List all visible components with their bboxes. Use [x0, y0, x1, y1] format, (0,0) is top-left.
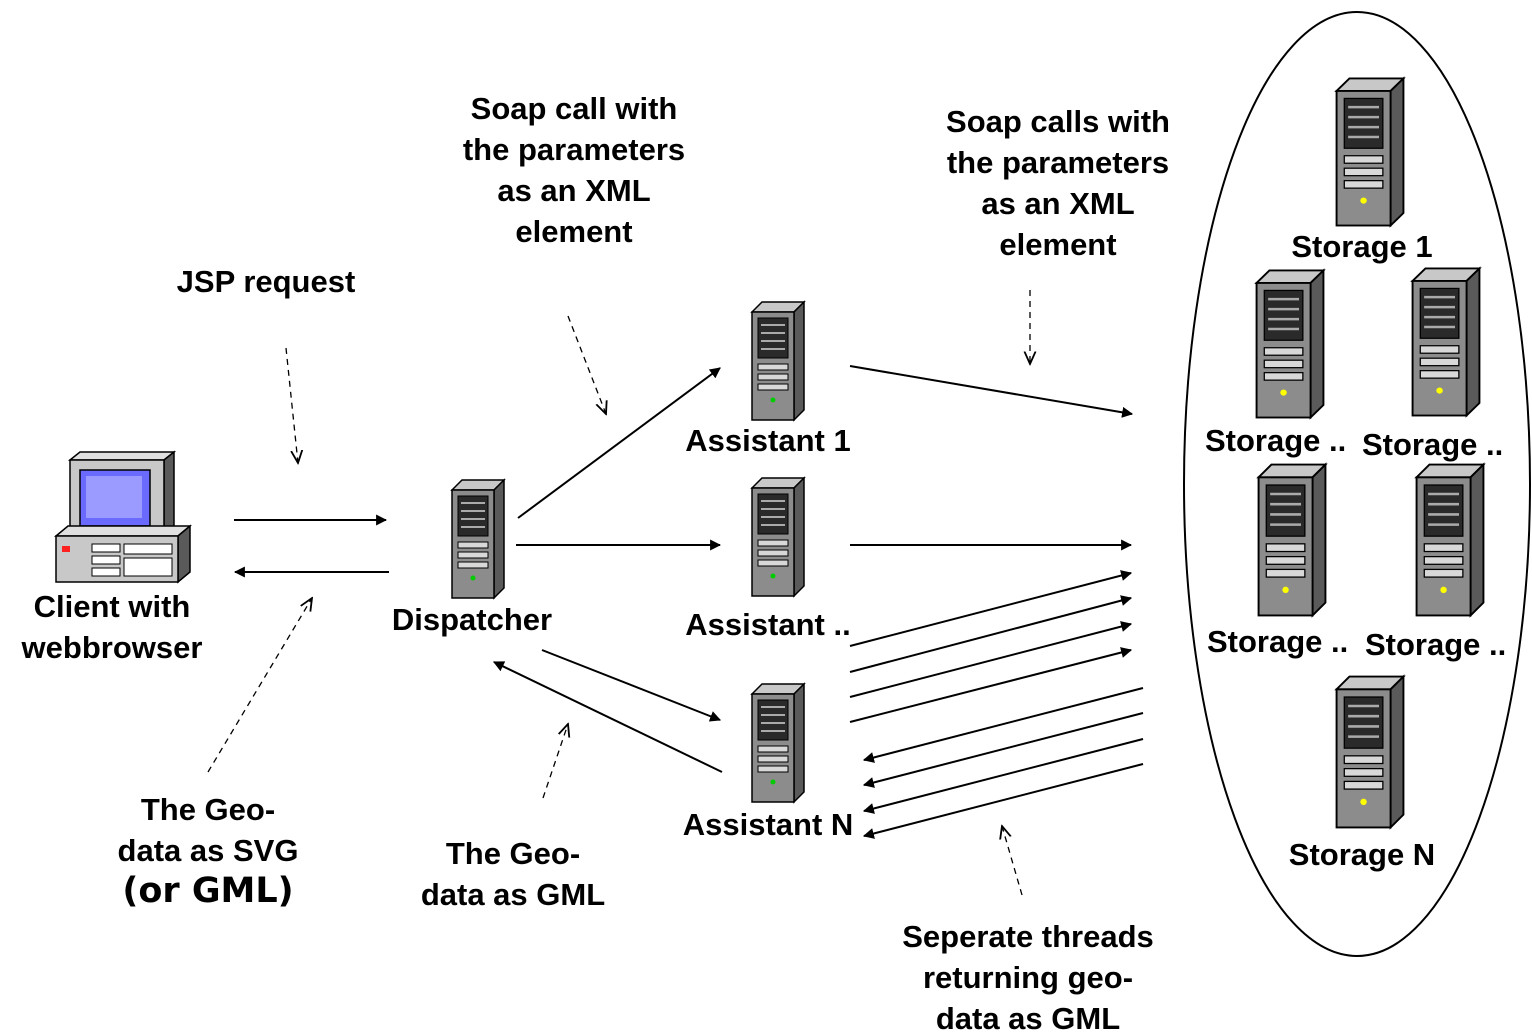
soap-call-note: Soap call with the parameters as an XML …	[434, 88, 714, 252]
geo-gml-pointer	[542, 724, 568, 799]
server-tower-icon	[1254, 268, 1326, 420]
server-tower-icon	[1256, 462, 1328, 618]
assistant-n-to-storage-arrow-1	[849, 570, 1133, 647]
storage-to-assistant-n-arrow-1	[862, 687, 1144, 763]
client-label: Client with webbrowser	[0, 586, 224, 668]
assistant-n-to-storage-arrow-4	[849, 647, 1133, 723]
client-label-line: Client with	[33, 589, 191, 624]
assistant-1-label: Assistant 1	[685, 423, 851, 458]
storage-cluster-ellipse	[1183, 11, 1531, 957]
server-tower-icon	[1334, 76, 1406, 228]
server-tower-icon	[1334, 674, 1406, 830]
soap-calls-note-line: Soap calls with	[946, 104, 1170, 139]
soap-calls-note-line: as an XML	[981, 186, 1135, 221]
geo-gml-note-line: The Geo-	[445, 836, 581, 871]
soap-call-note-line: as an XML	[497, 173, 651, 208]
storage-to-assistant-n-arrow-4	[862, 763, 1144, 839]
assistant-n-to-storage-arrow-2	[849, 595, 1133, 673]
server-tower-icon	[450, 478, 506, 600]
server-tower-icon	[750, 476, 806, 598]
jsp-request-pointer	[285, 347, 298, 463]
soap-calls-note: Soap calls with the parameters as an XML…	[918, 101, 1198, 265]
desktop-computer-icon	[53, 450, 192, 584]
dispatcher-label: Dispatcher	[391, 602, 553, 637]
soap-call-note-line: Soap call with	[470, 91, 678, 126]
soap-calls-note-line: element	[999, 227, 1117, 262]
geo-svg-alt-note: (or GML)	[122, 871, 294, 911]
storage-3-label: Storage ..	[1362, 427, 1504, 462]
storage-2-label: Storage ..	[1205, 423, 1347, 458]
storage-n-label: Storage N	[1288, 837, 1436, 872]
geo-svg-note-line: data as SVG	[117, 833, 299, 868]
server-tower-icon	[750, 300, 806, 422]
server-tower-icon	[1414, 462, 1486, 618]
jsp-request-note: JSP request	[176, 264, 356, 299]
server-tower-icon	[1410, 266, 1482, 418]
storage-1-label: Storage 1	[1291, 229, 1433, 264]
storage-to-assistant-n-arrow-3	[862, 738, 1144, 814]
client-label-line: webbrowser	[21, 630, 203, 665]
assistant-n-to-storage-arrow-3	[849, 621, 1133, 698]
geo-gml-note: The Geo- data as GML	[393, 833, 633, 915]
threads-note-line: returning geo-	[922, 960, 1134, 995]
threads-note-line: Seperate threads	[902, 919, 1154, 954]
assistant-n-to-dispatcher-arrow	[493, 661, 723, 773]
soap-call-note-line: the parameters	[462, 132, 686, 167]
geo-svg-note-line: The Geo-	[140, 792, 276, 827]
geo-svg-note: The Geo- data as SVG (or GML)	[88, 789, 328, 912]
server-tower-icon	[750, 682, 806, 804]
assistant-n-label: Assistant N	[682, 807, 854, 842]
threads-pointer	[1002, 826, 1023, 896]
assistant-mid-label: Assistant ..	[685, 607, 851, 642]
threads-note: Seperate threads returning geo- data as …	[868, 916, 1188, 1033]
geo-svg-pointer	[207, 598, 312, 773]
assistant-1-to-storage-arrow	[849, 365, 1134, 418]
storage-to-assistant-n-arrow-2	[862, 712, 1144, 788]
dispatcher-to-assistant-1-arrow	[517, 367, 721, 519]
geo-gml-note-line: data as GML	[420, 877, 606, 912]
storage-5-label: Storage ..	[1365, 627, 1507, 662]
dispatcher-to-assistant-n-arrow	[541, 649, 722, 722]
soap-calls-note-line: the parameters	[946, 145, 1170, 180]
storage-4-label: Storage ..	[1207, 624, 1349, 659]
threads-note-line: data as GML	[935, 1001, 1121, 1033]
soap-call-pointer	[567, 315, 606, 414]
soap-call-note-line: element	[515, 214, 633, 249]
